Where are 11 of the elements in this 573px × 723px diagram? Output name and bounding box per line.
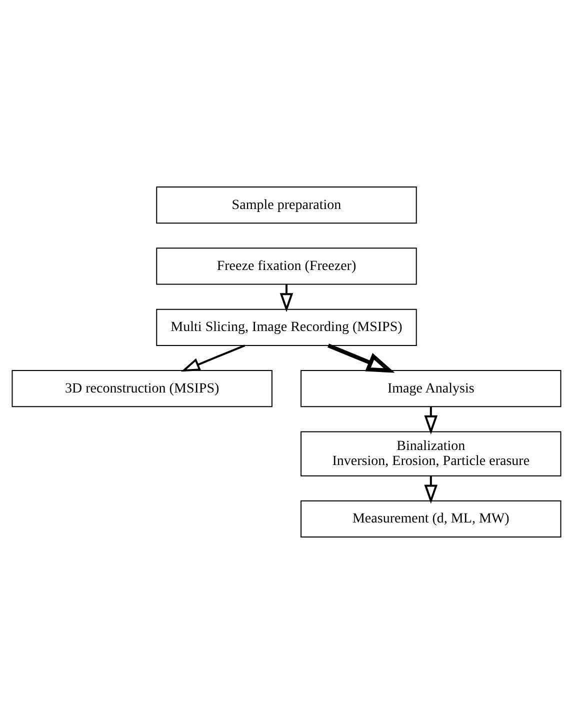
arrow xyxy=(424,406,438,434)
node-box: Measurement (d, ML, MW) xyxy=(300,500,562,537)
arrow xyxy=(280,284,294,312)
node-box: Binalization Inversion, Erosion, Particle erasure xyxy=(300,430,562,476)
node-box: 3D reconstruction (MSIPS) xyxy=(12,370,272,407)
node-box: Image Analysis xyxy=(300,370,562,407)
node-box: Sample preparation xyxy=(156,186,417,224)
arrow xyxy=(424,476,438,504)
arrow xyxy=(180,344,246,372)
node-box: Freeze fixation (Freezer) xyxy=(156,247,417,284)
node-box: Multi Slicing, Image Recording (MSIPS) xyxy=(156,308,417,346)
